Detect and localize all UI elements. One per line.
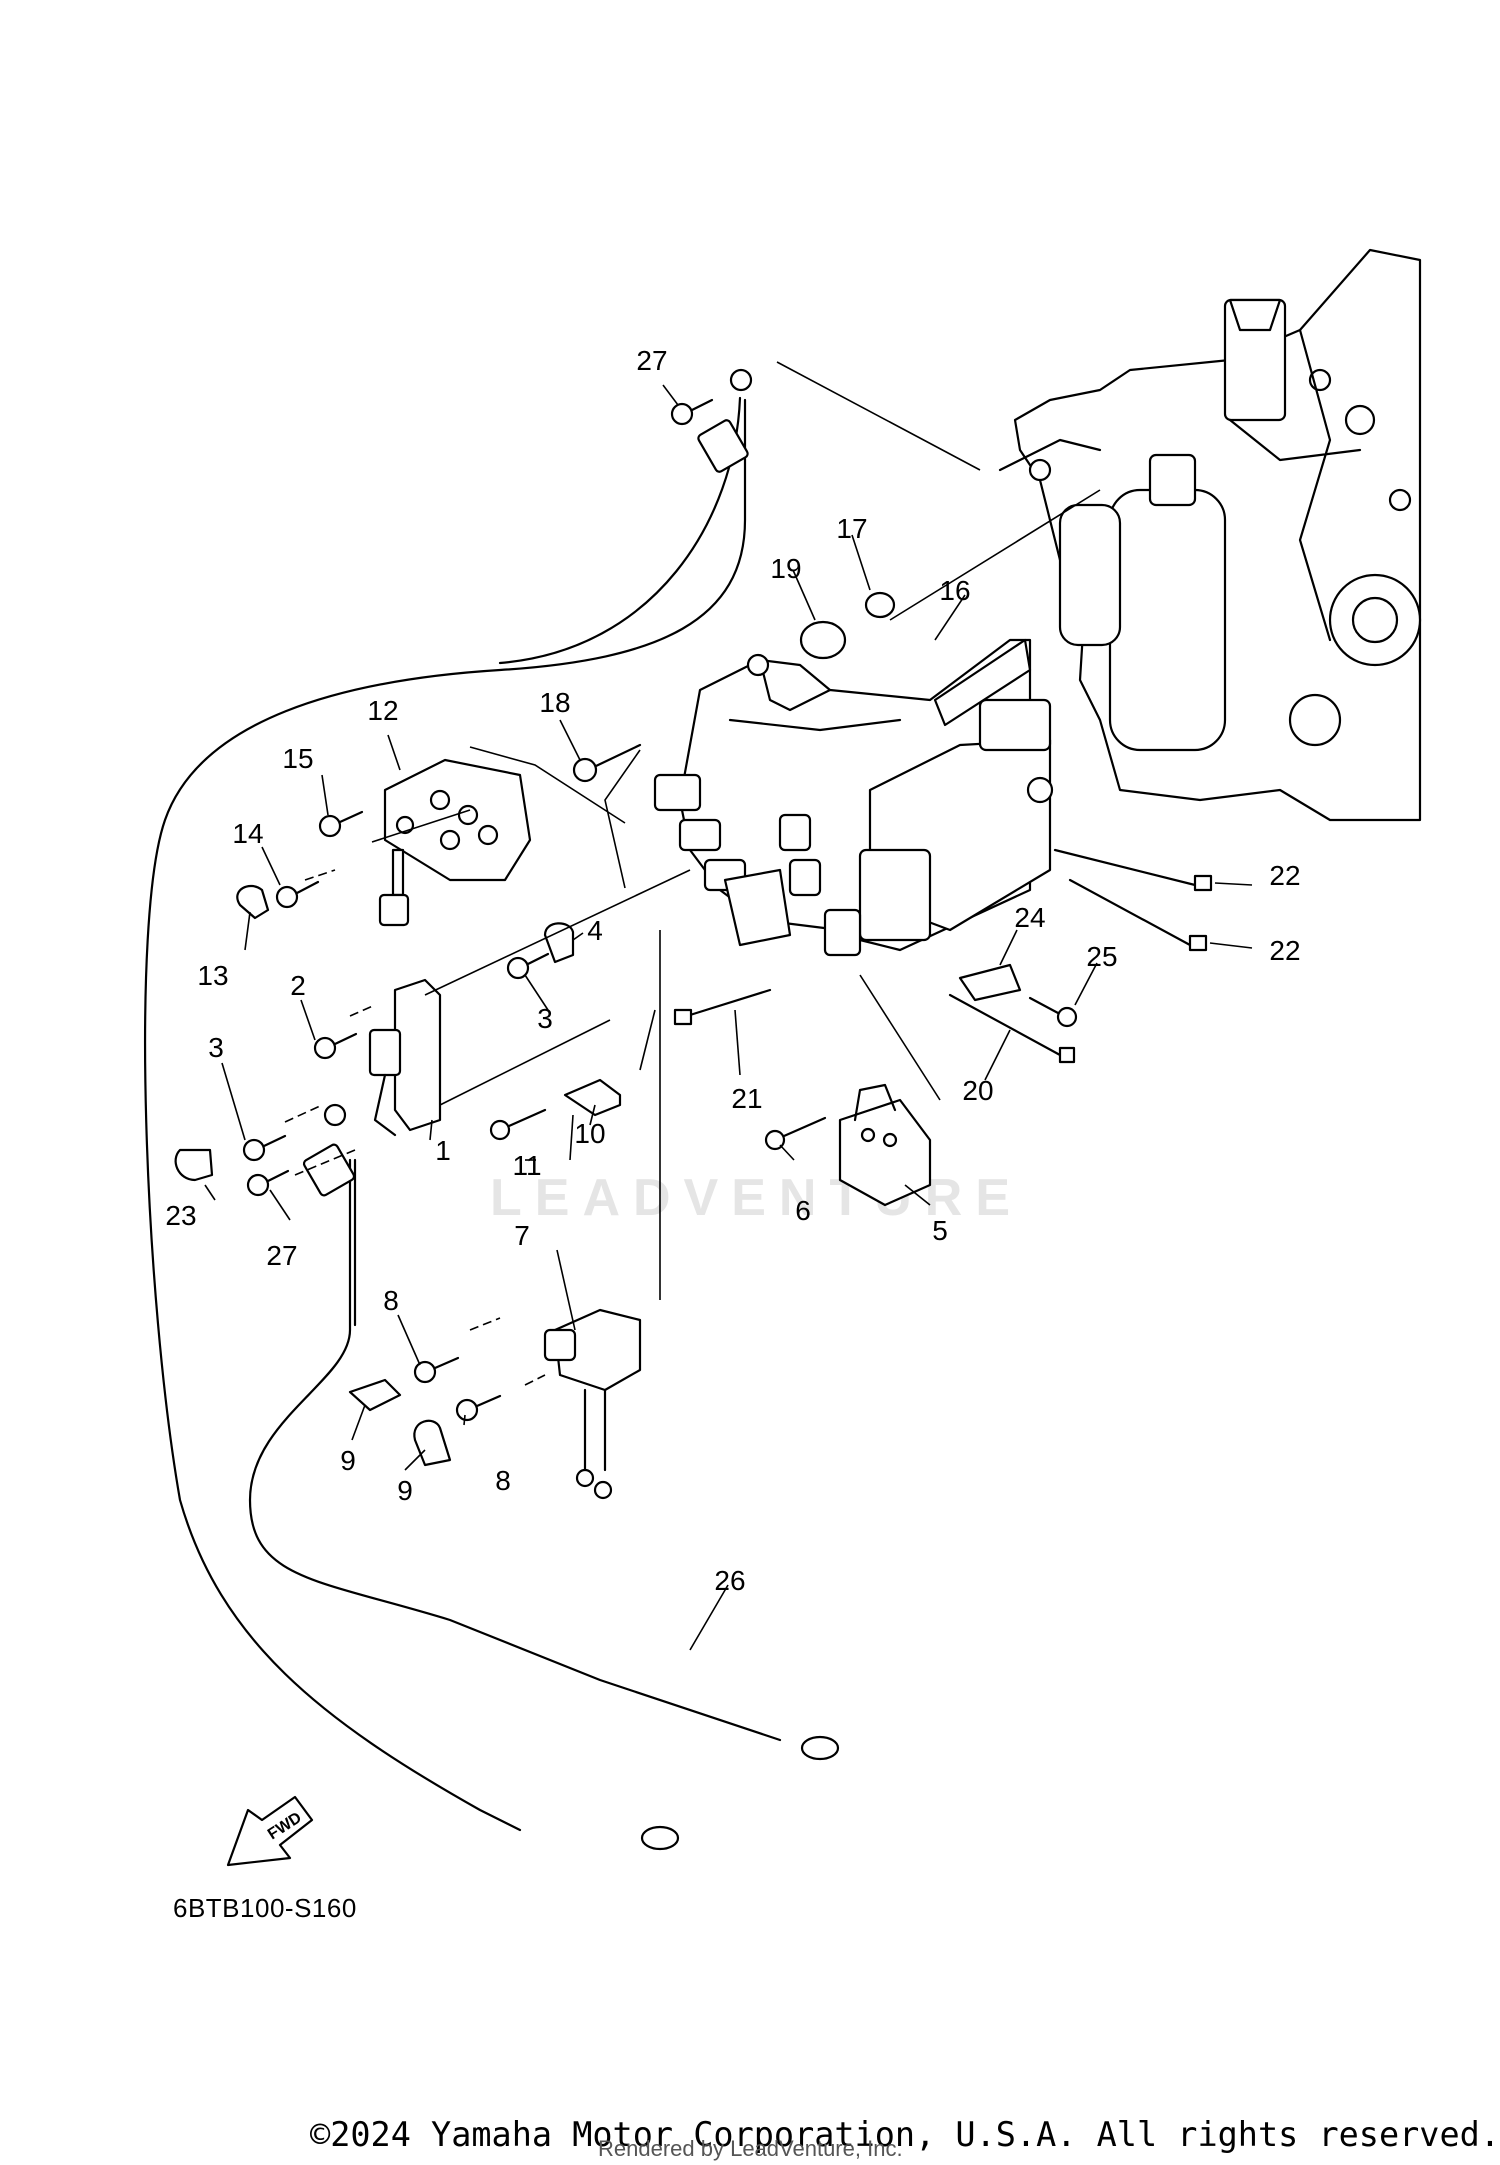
callout-15: 15 — [282, 743, 313, 774]
callout-22b: 22 — [1269, 935, 1300, 966]
callout-12: 12 — [367, 695, 398, 726]
callout-25: 25 — [1086, 941, 1117, 972]
callout-10: 10 — [574, 1118, 605, 1149]
callout-17: 17 — [836, 513, 867, 544]
callout-leaders — [204, 384, 1253, 1651]
callout-7: 7 — [514, 1220, 530, 1251]
fasteners — [174, 398, 1078, 1467]
component-7 — [543, 1308, 642, 1500]
callout-26: 26 — [714, 1565, 745, 1596]
callout-3a: 3 — [208, 1032, 224, 1063]
cables — [143, 368, 840, 1851]
callout-21: 21 — [731, 1083, 762, 1114]
copyright-notice: ©2024 Yamaha Motor Corporation, U.S.A. A… — [310, 2115, 1500, 2154]
component-1 — [368, 978, 442, 1137]
callout-3b: 3 — [537, 1003, 553, 1034]
rendered-by-credit: Rendered by LeadVenture, Inc. — [598, 2136, 903, 2161]
cable-ties — [673, 848, 1213, 1064]
callout-2: 2 — [290, 970, 306, 1001]
callout-5: 5 — [932, 1215, 948, 1246]
callout-18: 18 — [539, 687, 570, 718]
callout-23: 23 — [165, 1200, 196, 1231]
leader-lines — [284, 361, 1101, 1386]
callout-16: 16 — [939, 575, 970, 606]
starter-relay — [378, 758, 532, 927]
callout-27a: 27 — [636, 345, 667, 376]
fwd-arrow: FWD — [226, 1795, 314, 1867]
callout-8b: 8 — [495, 1465, 511, 1496]
callout-1: 1 — [435, 1135, 451, 1166]
drawing-code: 6BTB100-S160 — [173, 1893, 357, 1923]
callout-22a: 22 — [1269, 860, 1300, 891]
callout-4: 4 — [587, 915, 603, 946]
callout-labels: 1 2 3 3 4 5 6 7 8 8 9 9 10 11 12 13 14 1… — [165, 345, 1300, 1596]
callout-9b: 9 — [397, 1475, 413, 1506]
callout-13: 13 — [197, 960, 228, 991]
callout-9a: 9 — [340, 1445, 356, 1476]
callout-27b: 27 — [266, 1240, 297, 1271]
callout-24: 24 — [1014, 902, 1045, 933]
callout-14: 14 — [232, 818, 263, 849]
callout-11: 11 — [512, 1150, 541, 1181]
engine-block — [998, 248, 1422, 822]
electrical-bracket — [653, 638, 1054, 957]
callout-8a: 8 — [383, 1285, 399, 1316]
component-5 — [838, 1083, 932, 1207]
callout-6: 6 — [795, 1195, 811, 1226]
callout-20: 20 — [962, 1075, 993, 1106]
callout-19: 19 — [770, 553, 801, 584]
